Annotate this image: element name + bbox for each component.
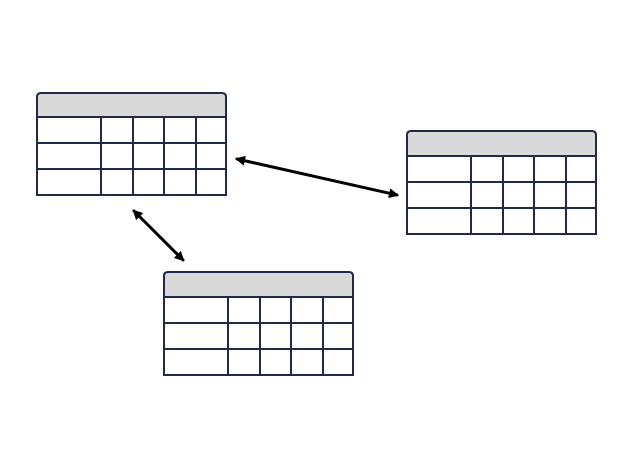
table-body	[163, 296, 354, 376]
table-right[interactable]	[406, 130, 597, 235]
table-header	[163, 271, 354, 298]
table-body	[406, 155, 597, 235]
table-header	[36, 92, 227, 118]
table-left[interactable]	[36, 92, 227, 196]
table-bottom[interactable]	[163, 271, 354, 376]
connector-left-bottom-arrow	[132, 209, 185, 262]
table-body	[36, 116, 227, 196]
table-header	[406, 130, 597, 157]
connector-left-right-arrow	[235, 155, 399, 199]
